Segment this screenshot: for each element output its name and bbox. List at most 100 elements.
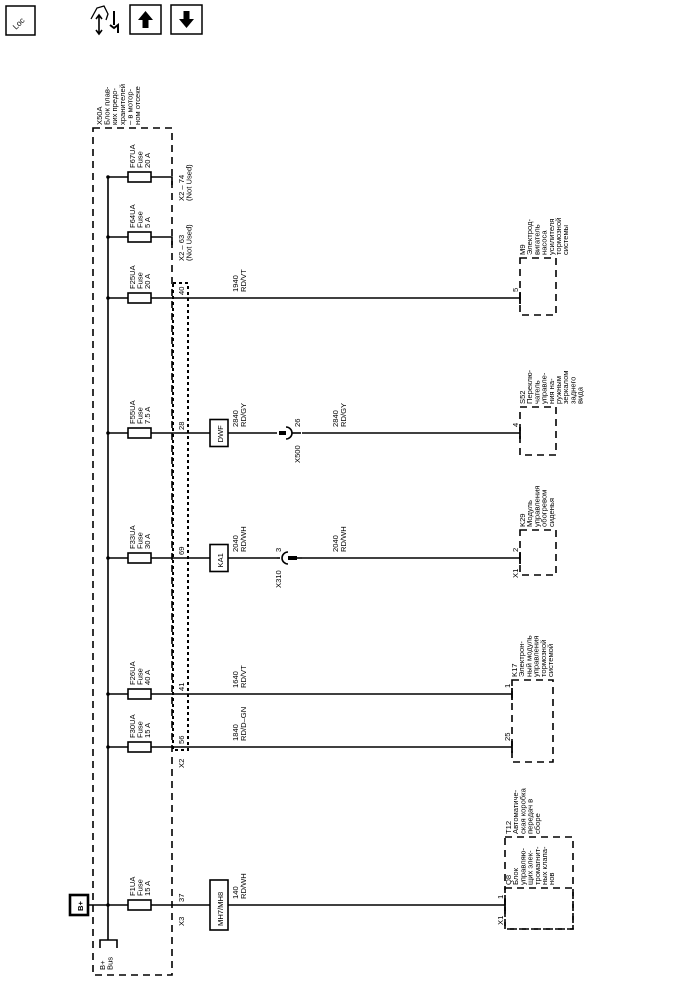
component-label: управления <box>532 486 541 527</box>
pin-number: 41 <box>177 683 186 691</box>
fuse-label: 7.5 A <box>143 406 152 424</box>
connector-socket <box>281 551 289 565</box>
component-label: системы <box>561 225 570 255</box>
component-label: Автоматиче- <box>511 789 520 834</box>
fuse-symbol <box>127 171 152 183</box>
component-label: усилителя <box>547 219 556 255</box>
fuse-label: 5 A <box>143 216 152 228</box>
component-label: K17 <box>510 663 519 677</box>
fuse-label: 20 A <box>143 273 152 289</box>
fuse-block-outline <box>92 127 173 976</box>
wire-circuit-number: 2040 <box>331 535 340 552</box>
connector-pin <box>279 431 286 435</box>
wire-circuit-number: 1640 <box>231 671 240 688</box>
location-button[interactable]: Loc <box>5 5 36 36</box>
stub-label: X2 – 74 <box>177 175 186 201</box>
component-pin-number: 2 <box>511 548 520 552</box>
fuse-symbol <box>127 292 152 304</box>
connector-name: X310 <box>274 570 283 588</box>
inline-connector-label: DWF <box>216 425 225 443</box>
fuse-block-label: Блок плав- <box>103 86 112 125</box>
component-label: зеркалом <box>561 370 570 404</box>
component-label: сиденья <box>547 498 556 527</box>
wire-circuit-number: 1840 <box>231 724 240 741</box>
wire-color: RD/WH <box>239 873 248 899</box>
fuse-label: 40 A <box>143 669 152 685</box>
fuse-label: 15 A <box>143 722 152 738</box>
pin-number: 28 <box>177 422 186 430</box>
fuse-symbol <box>127 688 152 700</box>
wire-circuit-number: 1940 <box>231 275 240 292</box>
stub-label: (Not Used) <box>185 224 194 261</box>
component-connector-name: X1 <box>496 916 505 925</box>
inline-connector-box <box>209 543 229 573</box>
component-label: Электрод- <box>525 219 534 255</box>
wire-circuit-number: 2840 <box>231 410 240 427</box>
fuse-label: F26UA <box>128 660 137 685</box>
component-label: вигатель <box>532 224 541 255</box>
page-up-button[interactable] <box>129 4 162 35</box>
pin-number: 40 <box>177 287 186 295</box>
fuse-block-label: – в мотор- <box>125 88 134 125</box>
connector-name: X500 <box>293 445 302 463</box>
connector-pin <box>288 556 297 560</box>
wire-color: RD/WH <box>239 526 248 552</box>
component-label: управляю- <box>518 848 527 885</box>
fuse-label: 30 A <box>143 533 152 549</box>
fuse-label: F67UA <box>128 143 137 168</box>
pin-number: 56 <box>177 736 186 744</box>
component-label: сборе <box>533 813 542 834</box>
fuse-label: F1UA <box>128 876 137 896</box>
component-label: ская коробка <box>518 787 527 834</box>
fuse-stub-wire <box>108 236 173 245</box>
stub-label: X2 – 63 <box>177 235 186 261</box>
arrow-up-icon <box>138 11 153 28</box>
component-label: тормозной <box>554 218 563 255</box>
connector-gap <box>277 427 302 439</box>
connector-pin-number: 26 <box>293 419 302 427</box>
fuse-symbol <box>127 427 152 439</box>
component-outline <box>519 406 557 456</box>
component-label: чатель <box>532 380 541 404</box>
component-label: управле- <box>540 372 549 404</box>
x2-connector-outline <box>172 282 189 751</box>
fuse-label: 20 A <box>143 152 152 168</box>
fuse-label: Fuse <box>136 272 145 289</box>
component-label: ружным <box>554 376 563 404</box>
tools-button[interactable] <box>90 5 119 36</box>
wire-color: RD/GY <box>339 403 348 427</box>
component-pin-number: 1 <box>496 895 505 899</box>
fuse-block-label: ких предо- <box>110 87 119 125</box>
wire-color: RD/VT <box>239 665 248 688</box>
fuse-label: 15 A <box>143 880 152 896</box>
component-outline <box>504 887 574 930</box>
stub-label: (Not Used) <box>185 164 194 201</box>
component-label: вида <box>576 386 585 404</box>
component-pin-number: 1 <box>503 684 512 688</box>
component-label: щих элек- <box>526 850 535 885</box>
fuse-label: Fuse <box>136 151 145 168</box>
component-label: заднего <box>568 377 577 404</box>
component-label: ния на- <box>547 378 556 404</box>
component-label: S52 <box>518 390 527 404</box>
component-label: ных клапа- <box>540 846 549 885</box>
fuse-block-label: X50A <box>95 105 104 125</box>
component-outline <box>511 679 554 763</box>
page-down-button[interactable] <box>170 4 203 35</box>
component-label: системой <box>546 644 555 677</box>
inline-connector-label: MH7/MH8 <box>216 892 225 926</box>
component-label: передач в <box>526 799 535 834</box>
wire-circuit-number: 2840 <box>331 410 340 427</box>
component-label: Электрон- <box>517 641 526 677</box>
fuse-label: Fuse <box>136 211 145 228</box>
wire-color: RD/WH <box>339 526 348 552</box>
